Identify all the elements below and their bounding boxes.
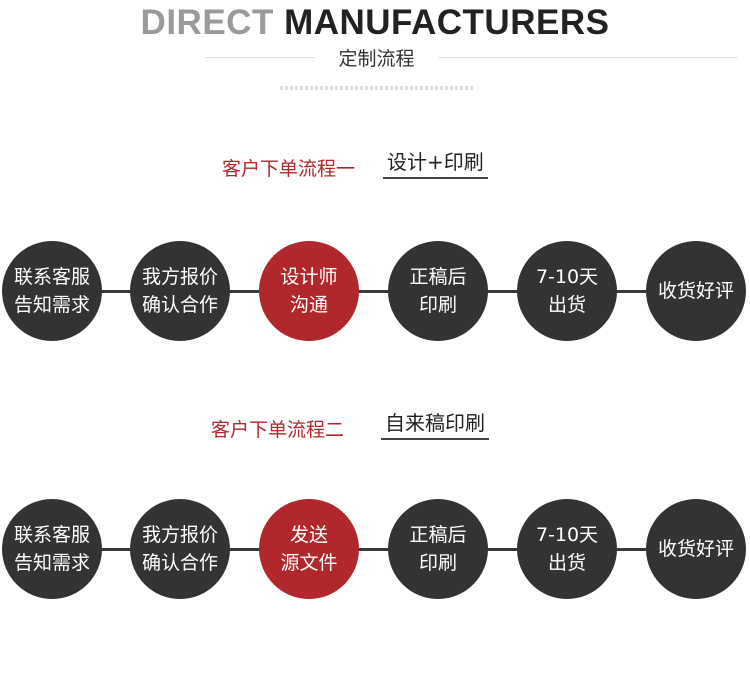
flow-1-step-ship: 7-10天 出货	[517, 241, 617, 341]
flow-1-step-review: 收货好评	[646, 241, 746, 341]
step-line-1: 正稿后	[409, 266, 467, 288]
flow-2-step-print: 正稿后 印刷	[388, 499, 488, 599]
flow-2-label: 客户下单流程二	[211, 419, 345, 441]
step-line-1: 我方报价	[141, 524, 218, 546]
flow-2-step-review: 收货好评	[646, 499, 746, 599]
flow-2-step-ship: 7-10天 出货	[517, 499, 617, 599]
step-line-2: 印刷	[418, 294, 457, 316]
step-line-1: 我方报价	[141, 266, 218, 288]
flow-2-steps: 联系客服 告知需求 我方报价 确认合作 发送 源文件 正稿后 印刷 7-10天 …	[0, 499, 750, 599]
decorative-fine-print	[280, 86, 475, 90]
flow-1-step-quote: 我方报价 确认合作	[130, 241, 230, 341]
step-line-2: 确认合作	[141, 294, 218, 316]
flow-1-connector-line	[50, 290, 700, 293]
divider-right	[438, 57, 738, 58]
step-line-1: 收货好评	[657, 280, 734, 302]
flow-1-steps: 联系客服 告知需求 我方报价 确认合作 设计师 沟通 正稿后 印刷 7-10天 …	[0, 241, 750, 341]
flow-1-tag: 设计+印刷	[383, 146, 488, 179]
flow-1-step-designer: 设计师 沟通	[259, 241, 359, 341]
step-line-1: 设计师	[280, 266, 338, 288]
title-manufacturers: MANUFACTURERS	[284, 3, 610, 42]
flow-1-step-contact: 联系客服 告知需求	[2, 241, 102, 341]
flow-2-step-send-file: 发送 源文件	[259, 499, 359, 599]
step-line-2: 告知需求	[13, 552, 90, 574]
step-line-1: 发送	[289, 524, 328, 546]
divider-left	[205, 57, 315, 58]
step-line-2: 印刷	[418, 552, 457, 574]
title-direct: DIRECT	[140, 3, 274, 42]
step-line-2: 出货	[547, 294, 586, 316]
flow-2-step-quote: 我方报价 确认合作	[130, 499, 230, 599]
step-line-1: 收货好评	[657, 538, 734, 560]
flow-2-step-contact: 联系客服 告知需求	[2, 499, 102, 599]
step-line-1: 联系客服	[13, 266, 90, 288]
step-line-1: 7-10天	[535, 524, 599, 546]
flow-2-tag: 自来稿印刷	[381, 407, 489, 440]
step-line-1: 7-10天	[535, 266, 599, 288]
step-line-1: 正稿后	[409, 524, 467, 546]
step-line-2: 确认合作	[141, 552, 218, 574]
step-line-2: 告知需求	[13, 294, 90, 316]
step-line-2: 沟通	[289, 294, 328, 316]
flow-1-step-print: 正稿后 印刷	[388, 241, 488, 341]
page-subtitle: 定制流程	[338, 48, 415, 70]
page-title: DIRECT MANUFACTURERS	[0, 3, 750, 43]
flow-1-label: 客户下单流程一	[222, 158, 356, 180]
step-line-2: 源文件	[280, 552, 338, 574]
step-line-2: 出货	[547, 552, 586, 574]
flow-2-connector-line	[50, 548, 700, 551]
step-line-1: 联系客服	[13, 524, 90, 546]
